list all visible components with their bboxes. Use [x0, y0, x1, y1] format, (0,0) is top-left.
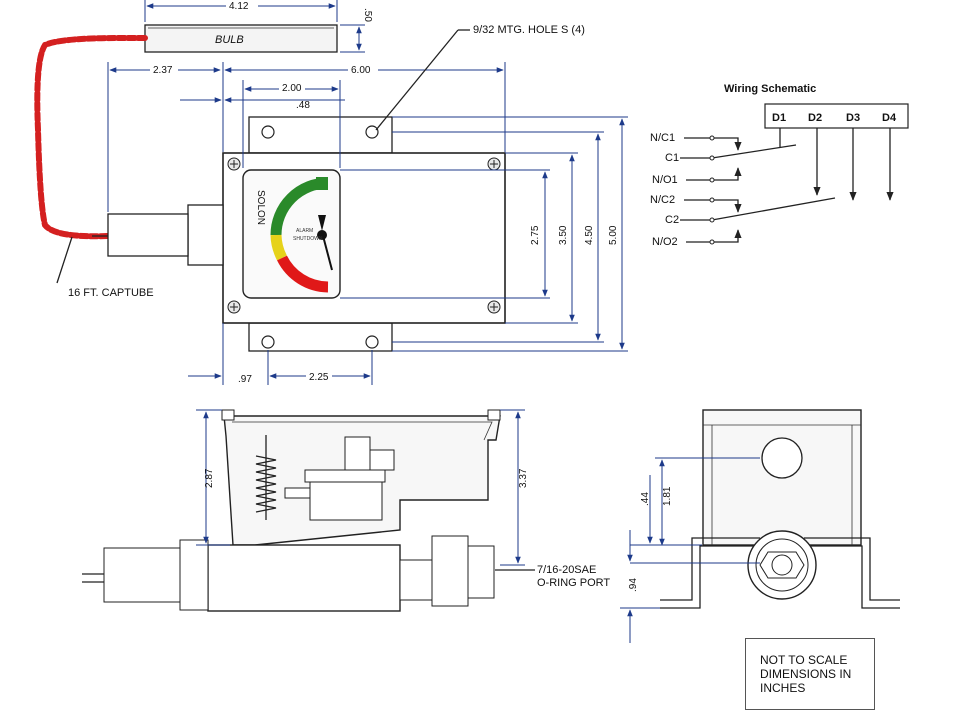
terminal-nc1: N/C1: [650, 132, 675, 144]
terminal-nc2: N/C2: [650, 194, 675, 206]
end-view: [660, 409, 900, 609]
dim-bulb-length: 4.12: [144, 0, 338, 22]
bulb-label: BULB: [215, 34, 244, 46]
dim-heights: 2.75 3.50 4.50 5.00: [340, 116, 628, 352]
dim-hole-offset-text: .48: [296, 100, 310, 111]
dim-gauge-offset-text: 2.00: [282, 83, 302, 94]
terminal-no1: N/O1: [652, 174, 678, 186]
dim-hole-offset: .48: [180, 97, 345, 111]
dim-body-width: 6.00: [222, 62, 506, 152]
note-line: NOT TO SCALE: [760, 653, 848, 667]
dim-capillary-offset-text: 2.37: [153, 65, 173, 76]
port-label-line1: 7/16-20SAE: [537, 564, 596, 576]
wiring-title: Wiring Schematic: [724, 83, 816, 95]
captube-label: 16 FT. CAPTUBE: [68, 287, 154, 299]
gauge-brand: SOLON: [255, 190, 266, 225]
dim-height-450: 4.50: [584, 225, 595, 245]
port-label-line2: O-RING PORT: [537, 577, 610, 589]
mounting-holes-label: 9/32 MTG. HOLE S (4): [473, 24, 585, 36]
dim-end-181: 1.81: [662, 486, 673, 506]
note-box: NOT TO SCALE DIMENSIONS IN INCHES: [745, 638, 875, 710]
dim-end: 1.81 .44 .94: [620, 457, 760, 643]
drive-d3: D3: [846, 112, 860, 124]
note-line: DIMENSIONS IN: [760, 667, 852, 681]
dim-side-287: 2.87: [204, 468, 215, 488]
dim-end-044: .44: [640, 492, 651, 506]
gauge: SOLON ALARM SHUTDOWN: [242, 169, 341, 299]
bulb: BULB: [144, 24, 338, 53]
port-callout: 7/16-20SAE O-RING PORT: [495, 564, 610, 589]
dim-bottom: .97 2.25: [188, 323, 373, 385]
captube-leader: 16 FT. CAPTUBE: [56, 236, 154, 299]
terminal-no2: N/O2: [652, 236, 678, 248]
drive-d1: D1: [772, 112, 786, 124]
mounting-holes-callout: 9/32 MTG. HOLE S (4): [375, 24, 585, 131]
dim-bulb-dia: .50: [340, 8, 373, 53]
side-view: [82, 409, 501, 612]
dim-side: 2.87 3.37: [196, 409, 529, 566]
gauge-alarm: ALARM: [296, 228, 313, 234]
dim-body-width-text: 6.00: [351, 65, 371, 76]
dim-bottom-097: .97: [238, 374, 252, 385]
wiring-schematic: Wiring Schematic D1 D2 D3 D4 N/C1 C1 N/O…: [650, 83, 909, 248]
drive-d4: D4: [882, 112, 897, 124]
dim-height-275: 2.75: [530, 225, 541, 245]
dim-end-094: .94: [628, 578, 639, 592]
dim-gauge-offset: 2.00: [242, 80, 341, 168]
dim-height-350: 3.50: [558, 225, 569, 245]
terminal-c1: C1: [665, 152, 679, 164]
dim-bulb-length-text: 4.12: [229, 1, 249, 12]
terminal-c2: C2: [665, 214, 679, 226]
captube: [34, 35, 148, 240]
dim-side-337: 3.37: [518, 468, 529, 488]
drive-d2: D2: [808, 112, 822, 124]
dim-bulb-dia-text: .50: [362, 8, 373, 22]
note-line: INCHES: [760, 681, 806, 695]
dim-bottom-225: 2.25: [309, 372, 329, 383]
dim-capillary-offset: 2.37: [107, 62, 221, 212]
gauge-shutdown: SHUTDOWN: [293, 236, 323, 242]
dim-height-500: 5.00: [608, 225, 619, 245]
